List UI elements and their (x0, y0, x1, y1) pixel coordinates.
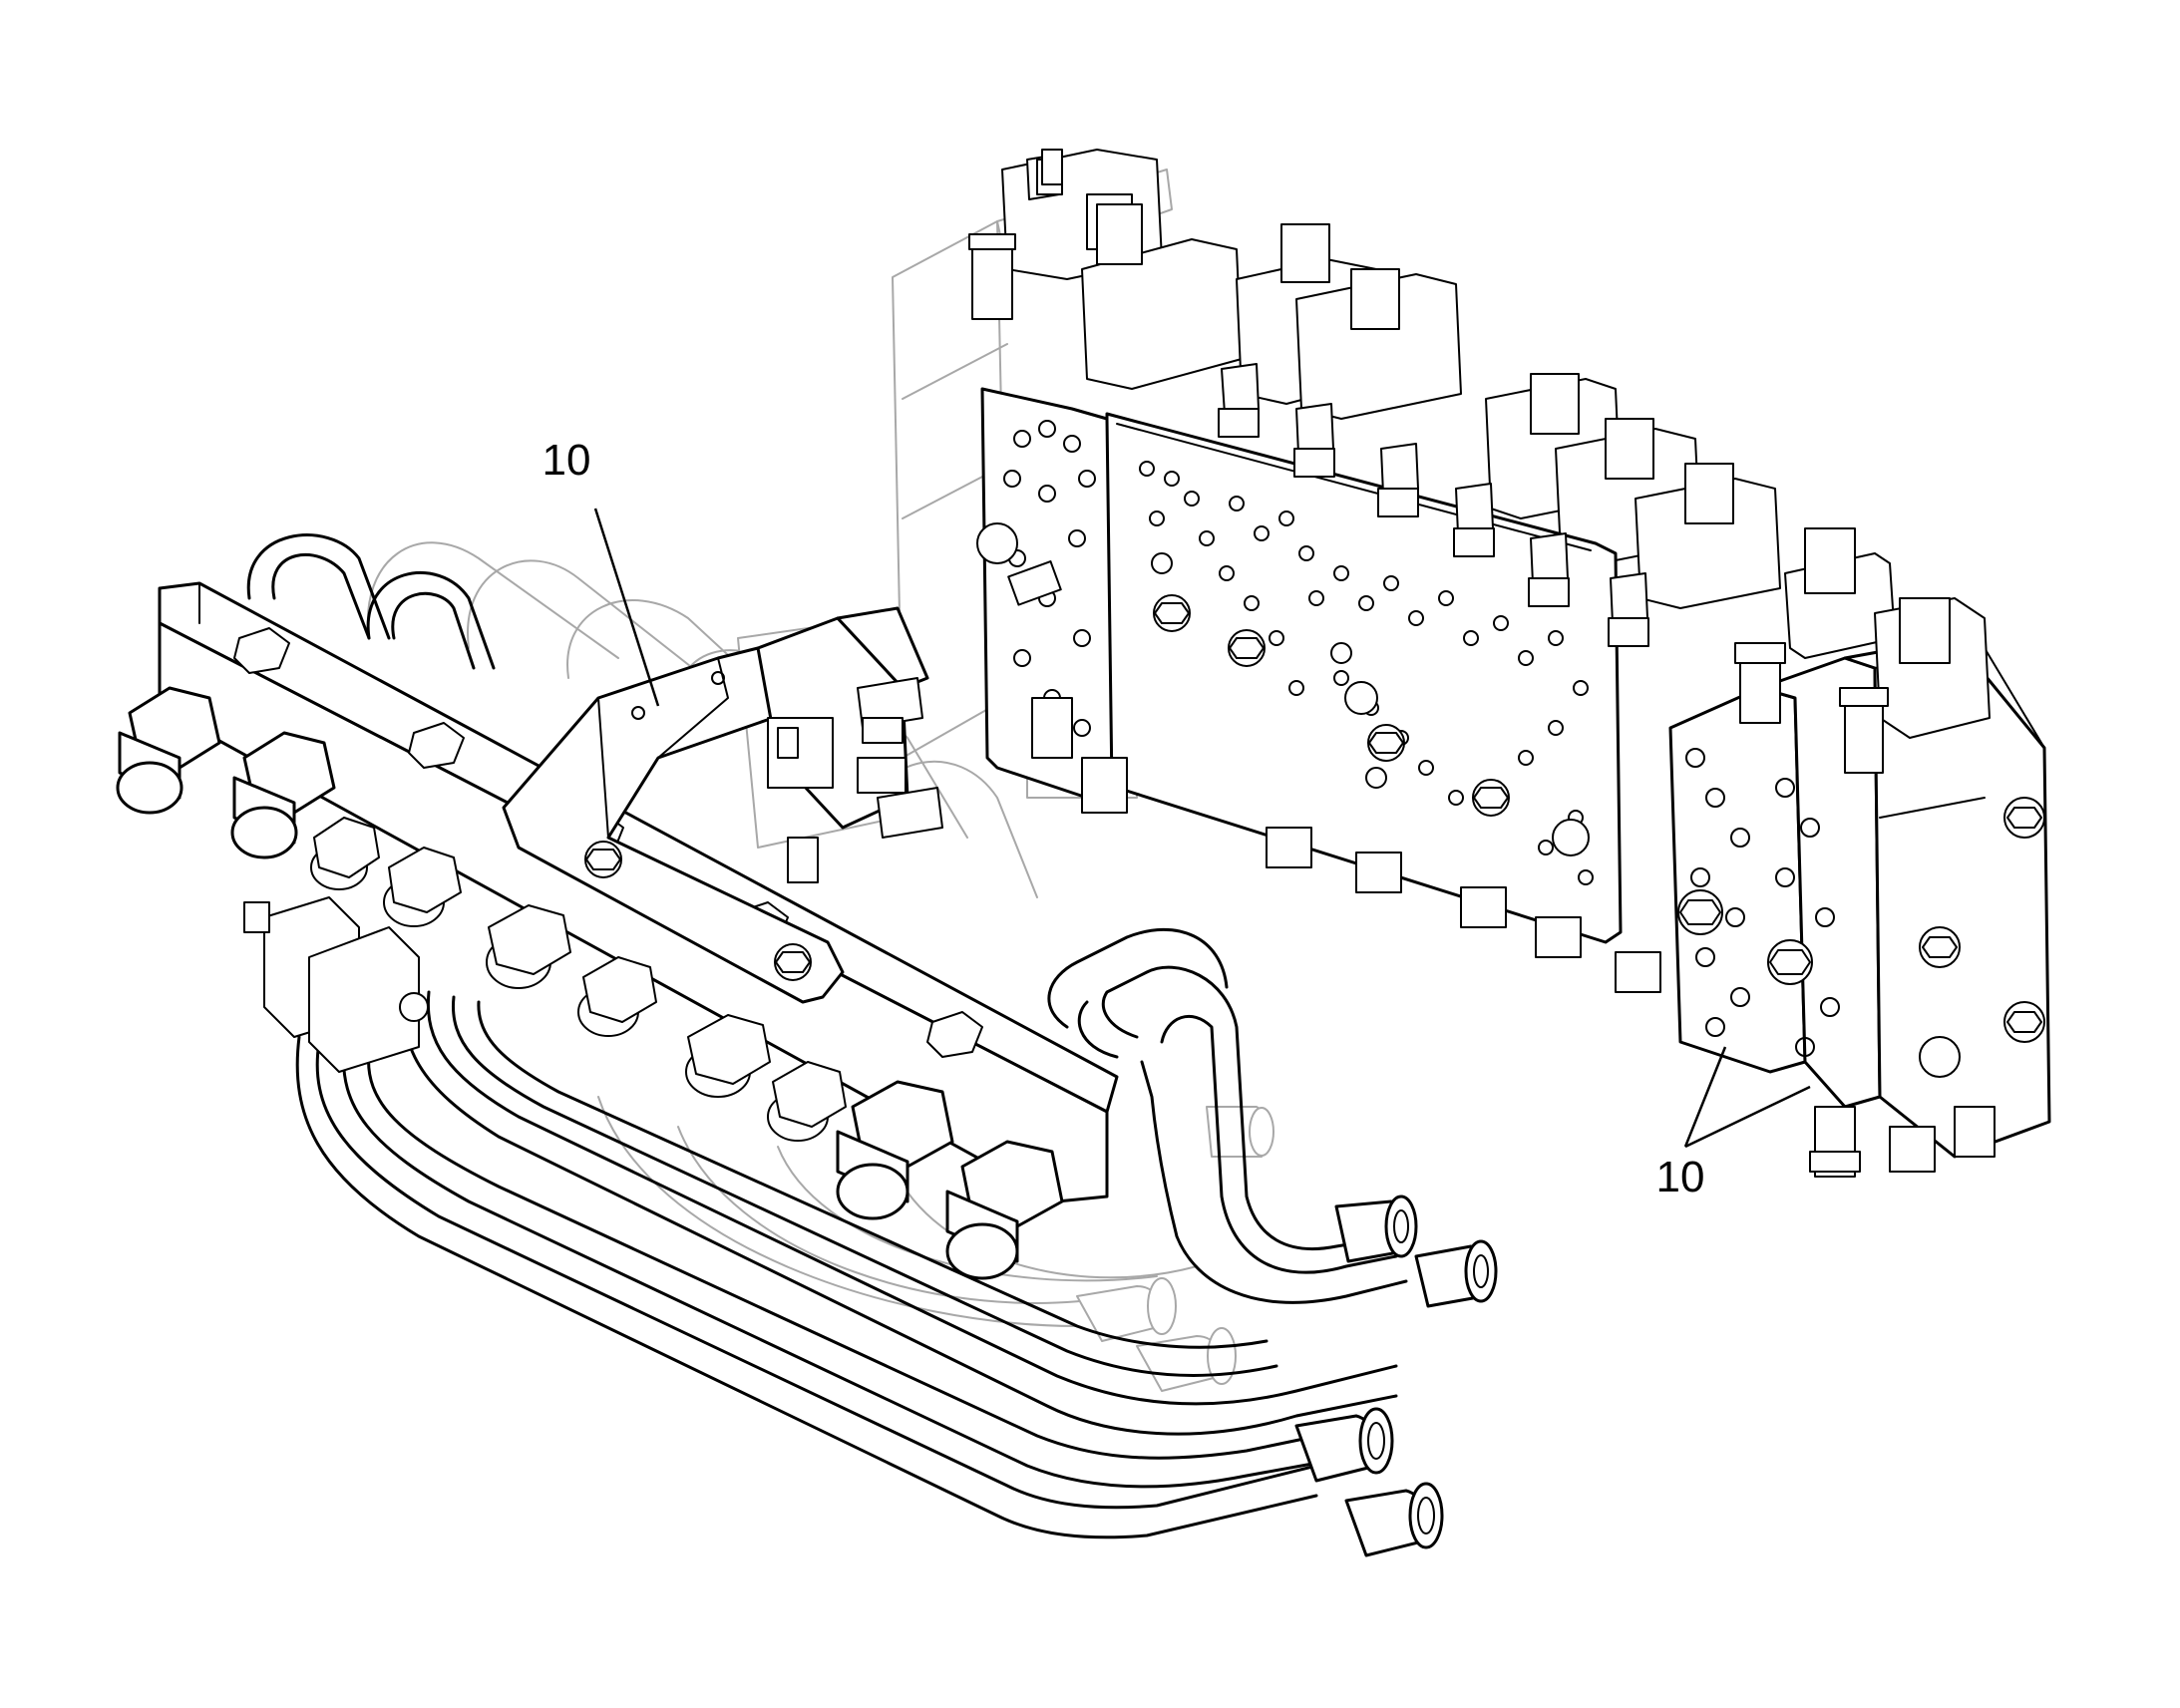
callout-right-leader-2 (1684, 1085, 1811, 1149)
callout-left-label: 10 (543, 436, 591, 485)
control-valve-block (892, 149, 2051, 1178)
mounting-bracket (502, 646, 845, 1004)
pipe-end-fittings (1294, 1195, 1498, 1557)
pipe-manifold-assembly (116, 533, 1498, 1557)
callout-left-leader (593, 508, 660, 707)
callout-right-label: 10 (1656, 1153, 1705, 1201)
callout-right-leader-1 (1683, 1046, 1727, 1148)
solenoid-valve-module (756, 606, 943, 883)
callout-left: 10 (543, 436, 660, 707)
valve-top-fittings (1218, 363, 1649, 647)
callout-right: 10 (1656, 1046, 1811, 1201)
valve-stack-top (1001, 149, 1781, 609)
valve-end-section (1668, 527, 2051, 1178)
manifold-fittings (116, 686, 1064, 1280)
upper-loop-pipes (246, 533, 1408, 1304)
